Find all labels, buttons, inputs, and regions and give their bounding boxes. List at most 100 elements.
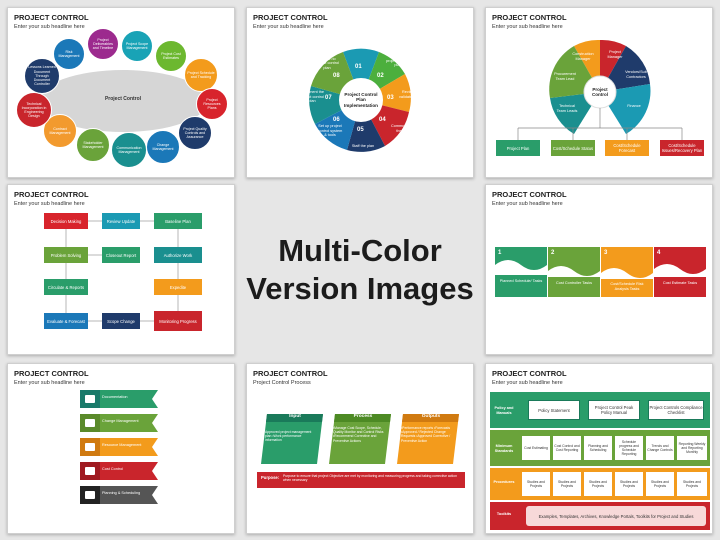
slide-subtitle: Enter your sub headline here: [14, 24, 85, 30]
ribbon-label-documentation: Documentation: [102, 395, 128, 399]
box-circulate-reports: Circulate & Reports: [44, 279, 88, 295]
input-shape: [261, 414, 323, 464]
policy-checklist: Project Controls Compliance Checklist: [648, 400, 704, 420]
toolkit-box: Examples, Templates, Archives, Knowledge…: [526, 506, 706, 526]
ribbon-label-change: Change Management: [102, 419, 139, 423]
petal-label-construction: Construction Manager: [572, 52, 594, 61]
wheel-num-01: 01: [355, 64, 362, 70]
wheel-num-04: 04: [379, 117, 386, 123]
wave-label-1: Planned Schedule/ Tasks: [499, 279, 543, 283]
wheel-text-01: Fund the plan: [349, 42, 373, 46]
circle-communication-management: Communication Management: [111, 132, 147, 168]
purpose-text: Purpose to ensure that project Objective…: [283, 474, 457, 483]
box-cost-issues: Cost/Schedule Issues/Recovery Plan: [660, 140, 704, 156]
standard-5: Trends and Change Controls: [646, 436, 674, 460]
wave-panels: [495, 247, 706, 297]
box-authorize-work: Authorize Work: [154, 247, 202, 263]
petal-label-technical: Technical Team Leads: [556, 104, 578, 113]
slide-title: PROJECT CONTROL: [492, 13, 567, 22]
slide-thumbnail-8[interactable]: PROJECT CONTROL Enter your sub headline …: [485, 363, 713, 534]
ribbon-label-cost: Cost Control: [102, 467, 124, 471]
wave-label-3: Cost/Schedule Risk Analysis Tasks: [610, 282, 644, 291]
procedure-6: Studies and Projects: [677, 472, 707, 496]
center-heading: Multi-Color Version Images: [244, 232, 476, 308]
slide-thumbnail-5[interactable]: PROJECT CONTROL Enter your sub headline …: [485, 184, 713, 355]
outputs-shape: [397, 414, 459, 464]
box-closeout-report: Closeout Report: [102, 247, 140, 263]
slide-thumbnail-2[interactable]: PROJECT CONTROL Enter your sub headline …: [246, 7, 474, 178]
plan-implementation-wheel: [309, 48, 411, 152]
wave-num-4: 4: [657, 250, 661, 256]
box-project-plan: Project Plan: [496, 140, 540, 156]
policy-manual: Project Control Peak Policy Manual: [588, 400, 640, 420]
circle-risk-management: Risk Management: [53, 38, 85, 70]
ribbon-label-resource: Resource Management: [102, 443, 142, 447]
standard-3: Planning and Scheduling: [584, 436, 612, 460]
head-outputs: Outputs: [421, 414, 441, 419]
slide-title: PROJECT CONTROL: [492, 369, 567, 378]
resource-icon: [85, 443, 95, 451]
wave-label-4: Cost Estimate Tasks: [662, 281, 698, 285]
box-cost-status: Cost/Schedule Status: [551, 140, 595, 156]
slide-title: PROJECT CONTROL: [14, 13, 89, 22]
procedure-3: Studies and Projects: [584, 472, 612, 496]
circle-scope-management: Project Scope Management: [121, 30, 153, 62]
wheel-text-07: Implement the project control plan: [299, 90, 325, 104]
slide-thumbnail-4[interactable]: PROJECT CONTROL Enter your sub headline …: [7, 184, 235, 355]
box-scope-change: Scope Change: [102, 313, 140, 329]
flower-center-label: Project Control: [592, 87, 608, 98]
circle-technical-incorporation: Technical Incorporation in Engineering D…: [16, 92, 52, 128]
slide-thumbnail-6[interactable]: PROJECT CONTROL Enter your sub headline …: [7, 363, 235, 534]
procedure-2: Studies and Projects: [553, 472, 581, 496]
heading-line-2: Version Images: [246, 271, 474, 306]
wheel-petal-01: [343, 48, 379, 100]
slide-subtitle: Enter your sub headline here: [492, 24, 563, 30]
procedure-4: Studies and Projects: [615, 472, 643, 496]
slide-title: PROJECT CONTROL: [253, 13, 328, 22]
slide-thumbnail-1[interactable]: PROJECT CONTROL Enter your sub headline …: [7, 7, 235, 178]
ribbon-planning-scheduling: [80, 486, 158, 504]
box-problem-solving: Problem Solving: [44, 247, 88, 263]
wheel-num-05: 05: [357, 127, 364, 133]
procedure-5: Studies and Projects: [646, 472, 674, 496]
standard-4: Schedule progress and Schedule Reporting: [615, 436, 643, 460]
slide-thumbnail-3[interactable]: PROJECT CONTROL Enter your sub headline …: [485, 7, 713, 178]
box-baseline-plan: Baseline Plan: [154, 213, 202, 229]
row-label-policy: Policy and Manuals: [494, 406, 514, 415]
box-decision-making: Decision Making: [44, 213, 88, 229]
row-label-procedures: Procedures: [493, 480, 515, 484]
slide-thumbnail-7[interactable]: PROJECT CONTROL Project Control Process …: [246, 363, 474, 534]
box-evaluate-forecast: Evaluate & Forecast: [44, 313, 88, 329]
slide-subtitle: Enter your sub headline here: [492, 380, 563, 386]
policy-statement: Policy Statement: [528, 400, 580, 420]
wheel-text-08: Request revision to project control plan: [315, 52, 339, 70]
box-cost-forecast: Cost/Schedule Forecast: [605, 140, 649, 156]
petal-label-project-manager: Project Manager: [607, 50, 623, 59]
wheel-petal-07: [309, 86, 361, 124]
wheel-petal-05: [347, 100, 385, 152]
wheel-text-05: Staff the plan: [351, 144, 375, 148]
circle-change-management: Change Management: [146, 130, 180, 164]
box-review-update: Review Update: [102, 213, 140, 229]
wheel-num-08: 08: [333, 73, 340, 79]
box-expedite: Expedite: [154, 279, 202, 295]
slide-title: PROJECT CONTROL: [492, 190, 567, 199]
standard-2: Cost Control and Cost Reporting: [553, 436, 581, 460]
slide-subtitle: Enter your sub headline here: [492, 201, 563, 207]
row-label-toolkits: Toolkits: [496, 512, 512, 516]
standard-1: Cost Estimating: [522, 436, 550, 460]
heading-line-1: Multi-Color: [278, 233, 442, 268]
circle-project-deliverables: Project Deliverables and Timeline: [87, 28, 119, 60]
procedure-1: Studies and Projects: [522, 472, 550, 496]
wheel-center-label: Project Control Plan Implementation: [344, 92, 378, 108]
head-process: Process: [353, 414, 373, 419]
wave-num-3: 3: [604, 250, 608, 256]
standard-6: Reporting Weekly and Reporting Monthly: [677, 436, 707, 460]
slide-subtitle: Enter your sub headline here: [14, 380, 85, 386]
oval-center-label: Project Control: [104, 96, 142, 102]
circle-cost-estimates: Project Cost Estimates: [155, 40, 187, 72]
documentation-icon: [85, 395, 95, 403]
wave-num-1: 1: [498, 250, 502, 256]
outputs-text: •Performance reports •Forecasts •Approve…: [401, 426, 451, 443]
input-text: Approved project management plan •Work p…: [265, 430, 312, 443]
